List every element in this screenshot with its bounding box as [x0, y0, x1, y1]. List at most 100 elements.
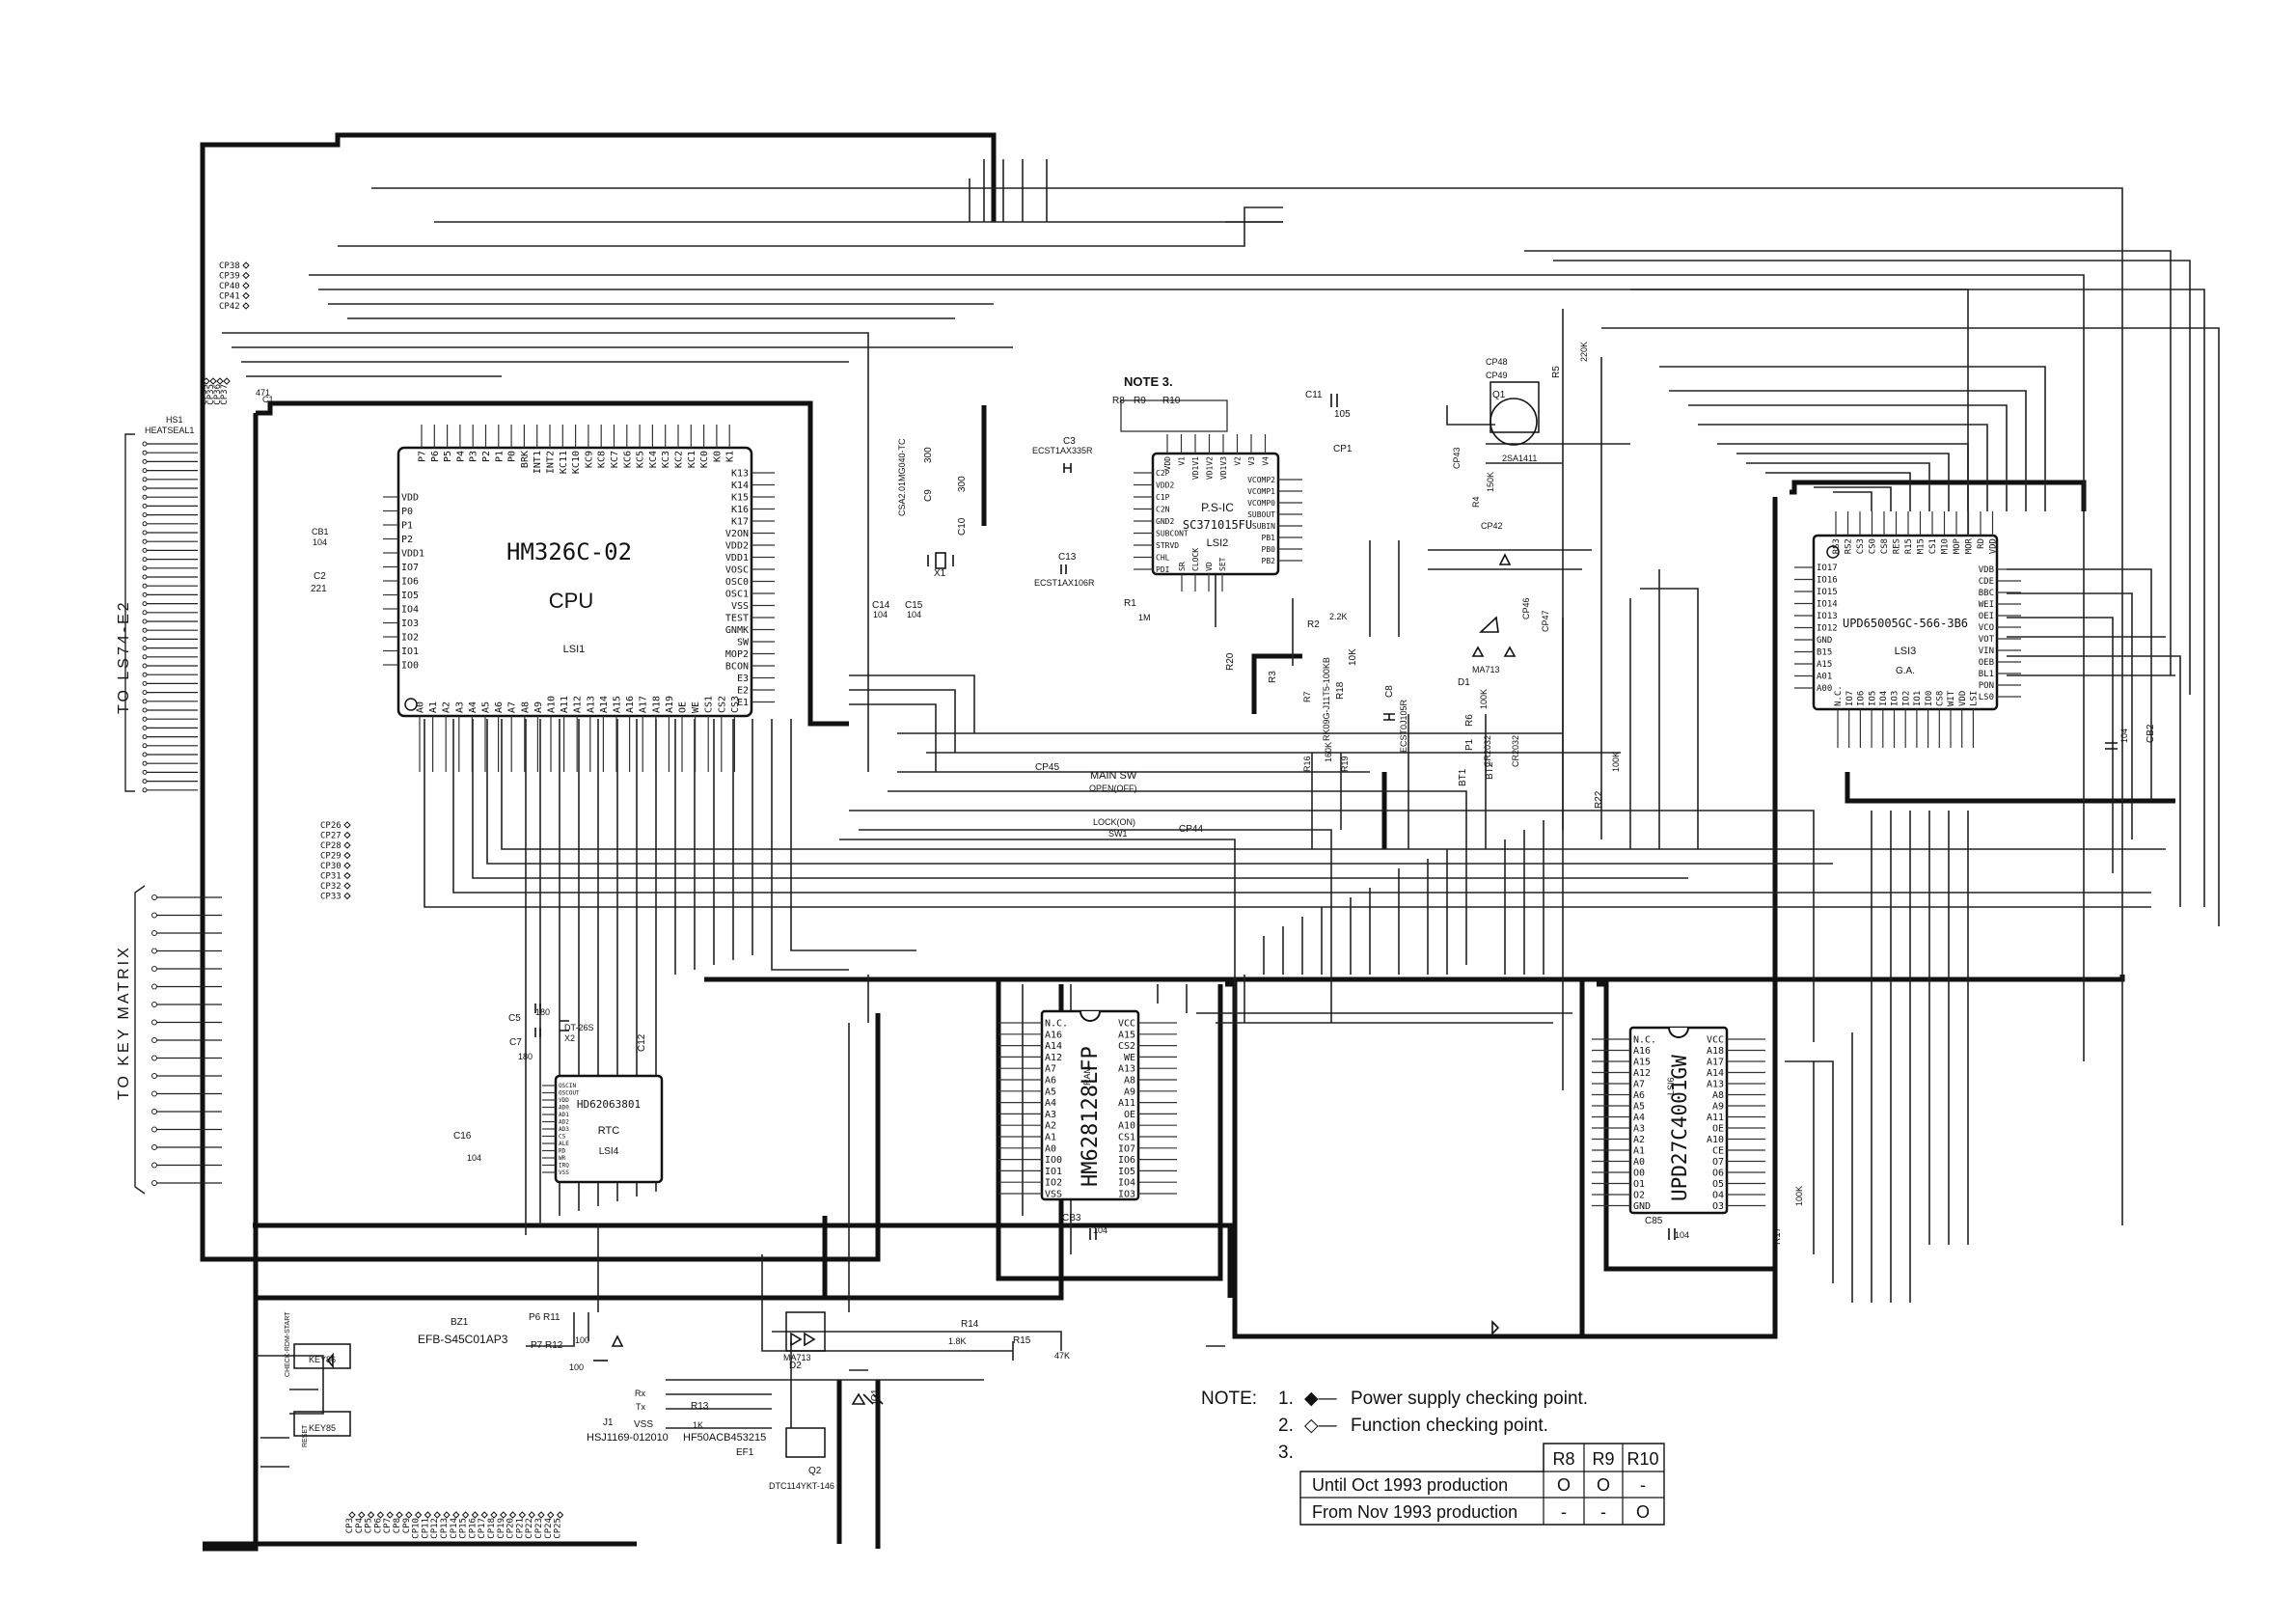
to-ls74-label: TO LS74-E2: [116, 599, 132, 714]
pin-label: C2P: [1156, 469, 1170, 478]
pin-label: VCOMP0: [1247, 499, 1275, 508]
component-c1v: 471: [256, 388, 270, 398]
pin-label: CS1: [704, 696, 715, 713]
table-row-1-r10: -: [1640, 1475, 1646, 1495]
pin-label: A15: [1817, 660, 1832, 670]
checkpoint-label: CP33: [320, 893, 342, 902]
component-rx: Rx: [635, 1389, 645, 1398]
pin-label: WR: [559, 1155, 566, 1162]
component-cp43: CP43: [1452, 447, 1462, 469]
pin-label: KC9: [584, 451, 594, 468]
pin-label: A14: [1045, 1041, 1062, 1052]
pin-label: OE: [1712, 1124, 1724, 1135]
pin-label: A6: [1633, 1090, 1645, 1101]
component-cp48: CP48: [1486, 357, 1508, 367]
pin-label: A5: [1633, 1102, 1645, 1113]
component-bt1: BT1: [1458, 768, 1468, 786]
pin-label: A2: [442, 701, 452, 713]
checkpoint-label: CP37: [220, 384, 230, 405]
pin-label: A12: [1045, 1053, 1062, 1063]
pin-label: A18: [1707, 1046, 1724, 1057]
component-d1: D1: [1458, 677, 1470, 688]
pin-label: PB2: [1262, 557, 1276, 565]
pin-label: A1: [428, 701, 439, 713]
pin-label: VDD1: [725, 553, 749, 564]
component-r18v: 10K: [1348, 648, 1358, 666]
component-sw1: SW1: [1108, 829, 1128, 839]
pin-label: P5: [443, 451, 453, 462]
pin-label: KC2: [674, 451, 685, 468]
pin-label: V3: [1247, 456, 1256, 466]
rtc-ref: LSI4: [599, 1146, 619, 1157]
component-bz1v: EFB-S45C01AP3: [418, 1333, 508, 1346]
component-r17v: 100K: [1794, 1186, 1804, 1206]
table-row-1-label: Until Oct 1993 production: [1312, 1475, 1508, 1495]
pin-label: A2: [1633, 1135, 1645, 1145]
component-r13: R13: [691, 1401, 709, 1412]
pin-label: IO5: [401, 591, 419, 601]
pin-label: IO3: [401, 619, 419, 629]
pin-label: A4: [1633, 1113, 1645, 1123]
pin-label: N.C.: [1633, 1035, 1656, 1046]
pin-label: PB1: [1262, 534, 1276, 542]
pin-label: GND: [1633, 1201, 1651, 1212]
pin-label: A15: [1118, 1030, 1135, 1040]
pin-label: K14: [731, 481, 749, 491]
pin-label: K15: [731, 493, 749, 504]
component-c15: C15: [905, 600, 923, 611]
pin-label: C2N: [1156, 505, 1170, 513]
pin-label: A4: [1045, 1098, 1056, 1109]
pin-label: SUBCONT: [1156, 529, 1189, 537]
component-r14: R14: [961, 1319, 979, 1330]
pin-label: SUBIN: [1252, 522, 1275, 531]
checkpoint-label: CP8: [393, 1518, 402, 1533]
pin-label: K13: [731, 469, 749, 480]
component-r14v: 1.8K: [948, 1336, 967, 1346]
component-r4v: 150K: [1486, 472, 1495, 492]
pin-label: A3: [1633, 1124, 1645, 1135]
component-c7v: 180: [518, 1052, 533, 1061]
pin-label: MOR: [1965, 537, 1975, 554]
pin-label: BCON: [725, 662, 749, 673]
component-c10v: 300: [957, 476, 968, 492]
pin-label: OEB: [1979, 658, 1994, 668]
checkpoint-label: CP39: [219, 272, 240, 282]
component-cb2: CB2: [2146, 724, 2156, 743]
table-row-1-r9: O: [1597, 1475, 1610, 1495]
pin-label: IO4: [401, 605, 419, 616]
pin-label: E2: [737, 686, 749, 697]
pin-label: K0: [712, 451, 723, 462]
table-row-2-r9: -: [1600, 1502, 1606, 1522]
pin-label: A16: [625, 696, 636, 713]
checkpoint-label: CP34: [200, 384, 209, 405]
component-r16v: 160K: [1324, 742, 1333, 762]
component-c13v: ECST1AX106R: [1034, 578, 1095, 588]
pin-label: IO14: [1817, 600, 1838, 610]
pin-label: A19: [665, 696, 675, 713]
pin-label: E1: [737, 698, 749, 708]
pin-label: LSI: [1970, 691, 1980, 706]
pin-label: IO16: [1817, 576, 1838, 586]
pin-label: AD0: [559, 1105, 569, 1112]
component-c14: C14: [872, 600, 890, 611]
ram-part-number: HM628128LFP: [1079, 1046, 1103, 1187]
pin-label: CE: [1712, 1146, 1724, 1157]
pin-label: VCC: [1118, 1019, 1135, 1030]
pin-label: AD3: [559, 1126, 569, 1133]
pin-label: P2: [481, 451, 492, 462]
component-d2: D2: [789, 1361, 802, 1371]
pin-label: A13: [586, 696, 596, 713]
component-c5: C5: [508, 1013, 521, 1024]
component-r11v: 100: [575, 1335, 589, 1345]
pin-label: IO3: [1118, 1190, 1135, 1200]
checkpoint-label: CP4: [355, 1518, 365, 1533]
notes-title: NOTE:: [1201, 1389, 1257, 1409]
checkpoint-label: CP38: [219, 261, 240, 271]
pin-label: P3: [469, 451, 479, 462]
